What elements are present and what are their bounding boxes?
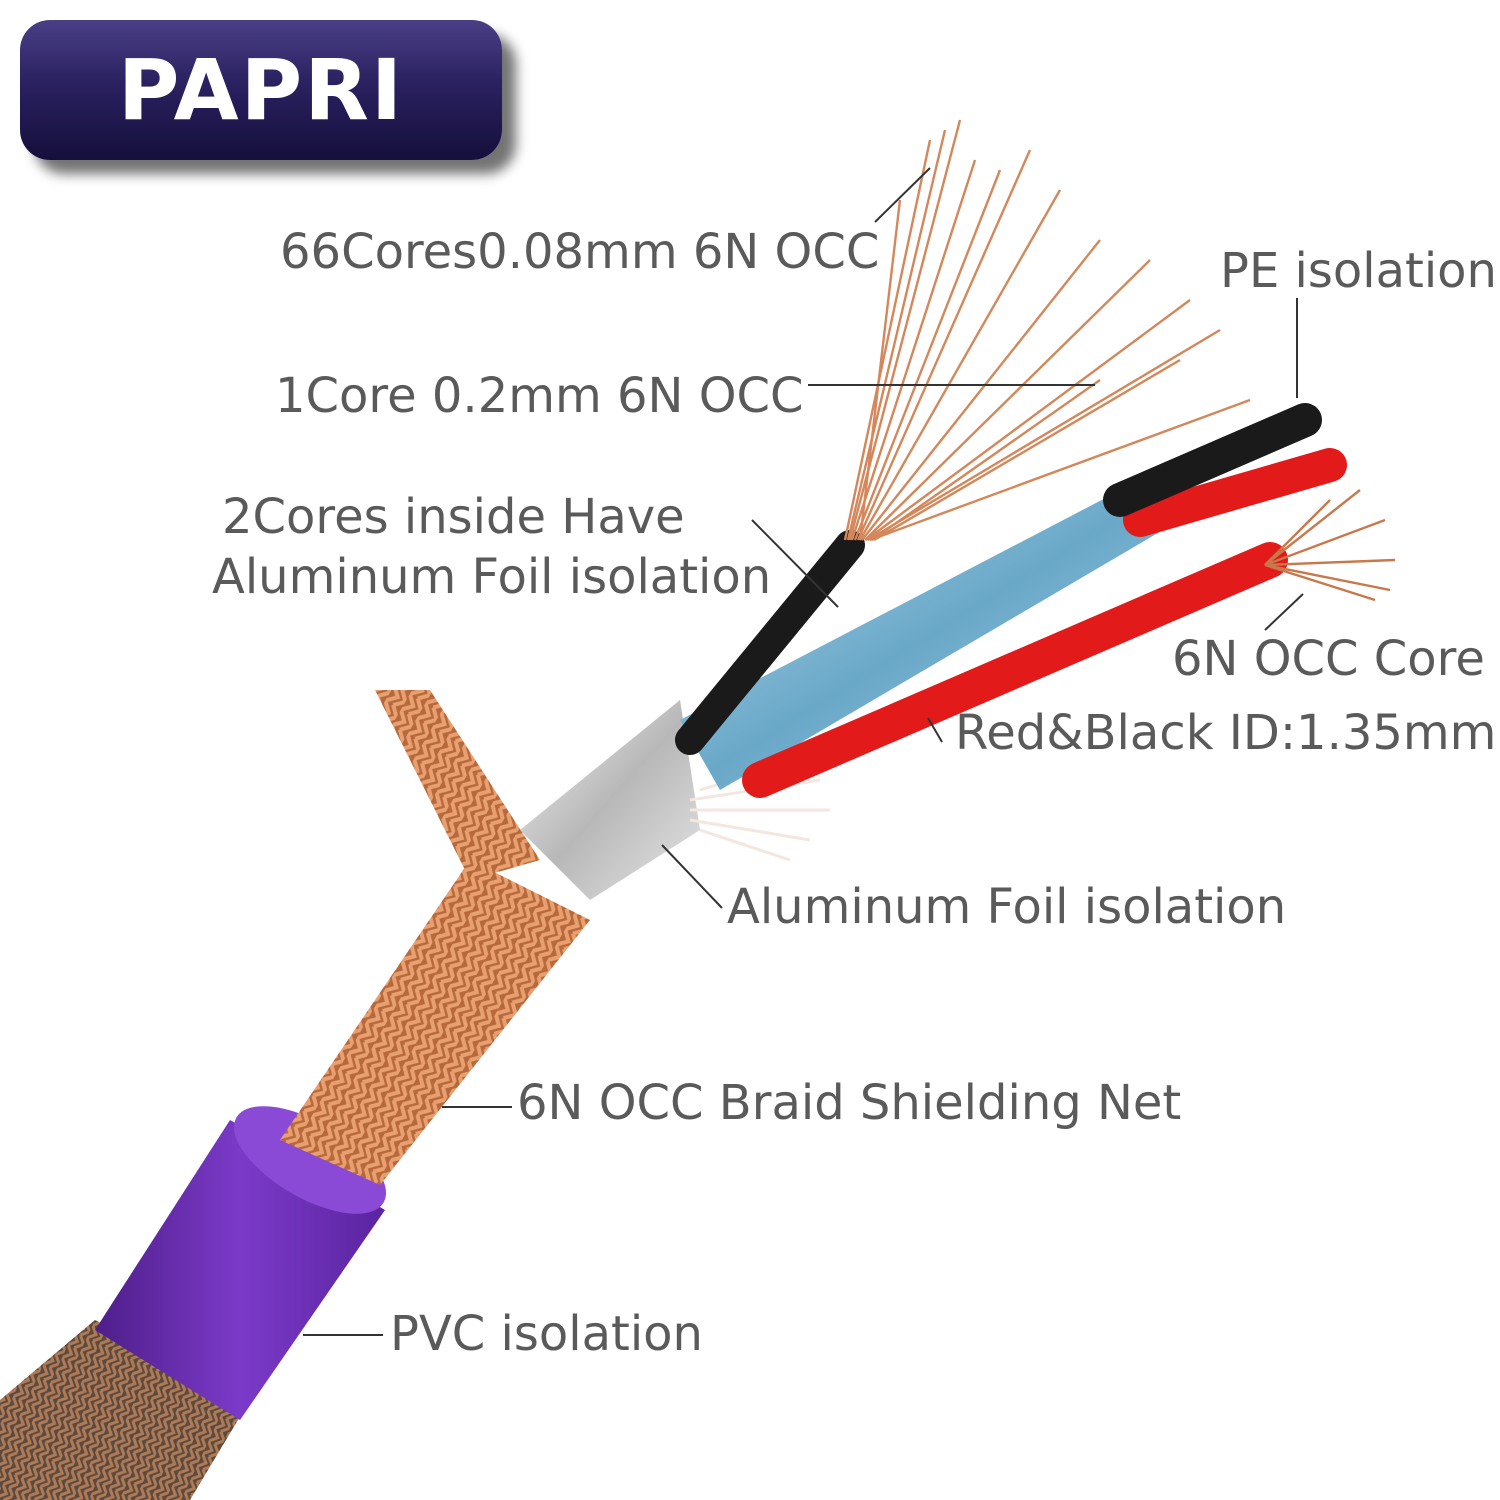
label-two-cores-line2: Aluminum Foil isolation bbox=[212, 549, 772, 605]
aluminum-foil-wrap bbox=[520, 700, 700, 900]
label-aluminum-foil: Aluminum Foil isolation bbox=[727, 879, 1287, 935]
black-wire-pe bbox=[1103, 403, 1322, 517]
brand-logo-text: PAPRI bbox=[117, 41, 405, 139]
label-pvc-isolation: PVC isolation bbox=[390, 1306, 703, 1362]
label-two-cores-line1: 2Cores inside Have bbox=[222, 489, 685, 545]
label-pe-isolation: PE isolation bbox=[1220, 243, 1497, 299]
brand-logo: PAPRI bbox=[20, 20, 502, 160]
label-occ-core: 6N OCC Core bbox=[1172, 631, 1485, 687]
occ-core-fan bbox=[1264, 489, 1396, 602]
label-braid-shielding: 6N OCC Braid Shielding Net bbox=[517, 1075, 1182, 1131]
copper-braid bbox=[280, 690, 590, 1185]
black-wire-drain bbox=[675, 530, 865, 755]
leader-lines bbox=[303, 167, 1304, 1336]
red-wire-lower bbox=[742, 542, 1288, 798]
label-red-black: Red&Black ID:1.35mm bbox=[955, 705, 1497, 761]
lower-braid bbox=[0, 1320, 250, 1500]
blue-foil-pair bbox=[680, 480, 1180, 790]
copper-strand-fan bbox=[843, 119, 1251, 542]
label-1-core: 1Core 0.2mm 6N OCC bbox=[275, 368, 804, 424]
pvc-jacket bbox=[95, 1106, 387, 1420]
red-wire-upper bbox=[1123, 448, 1347, 537]
label-66-cores: 66Cores0.08mm 6N OCC bbox=[280, 224, 880, 280]
